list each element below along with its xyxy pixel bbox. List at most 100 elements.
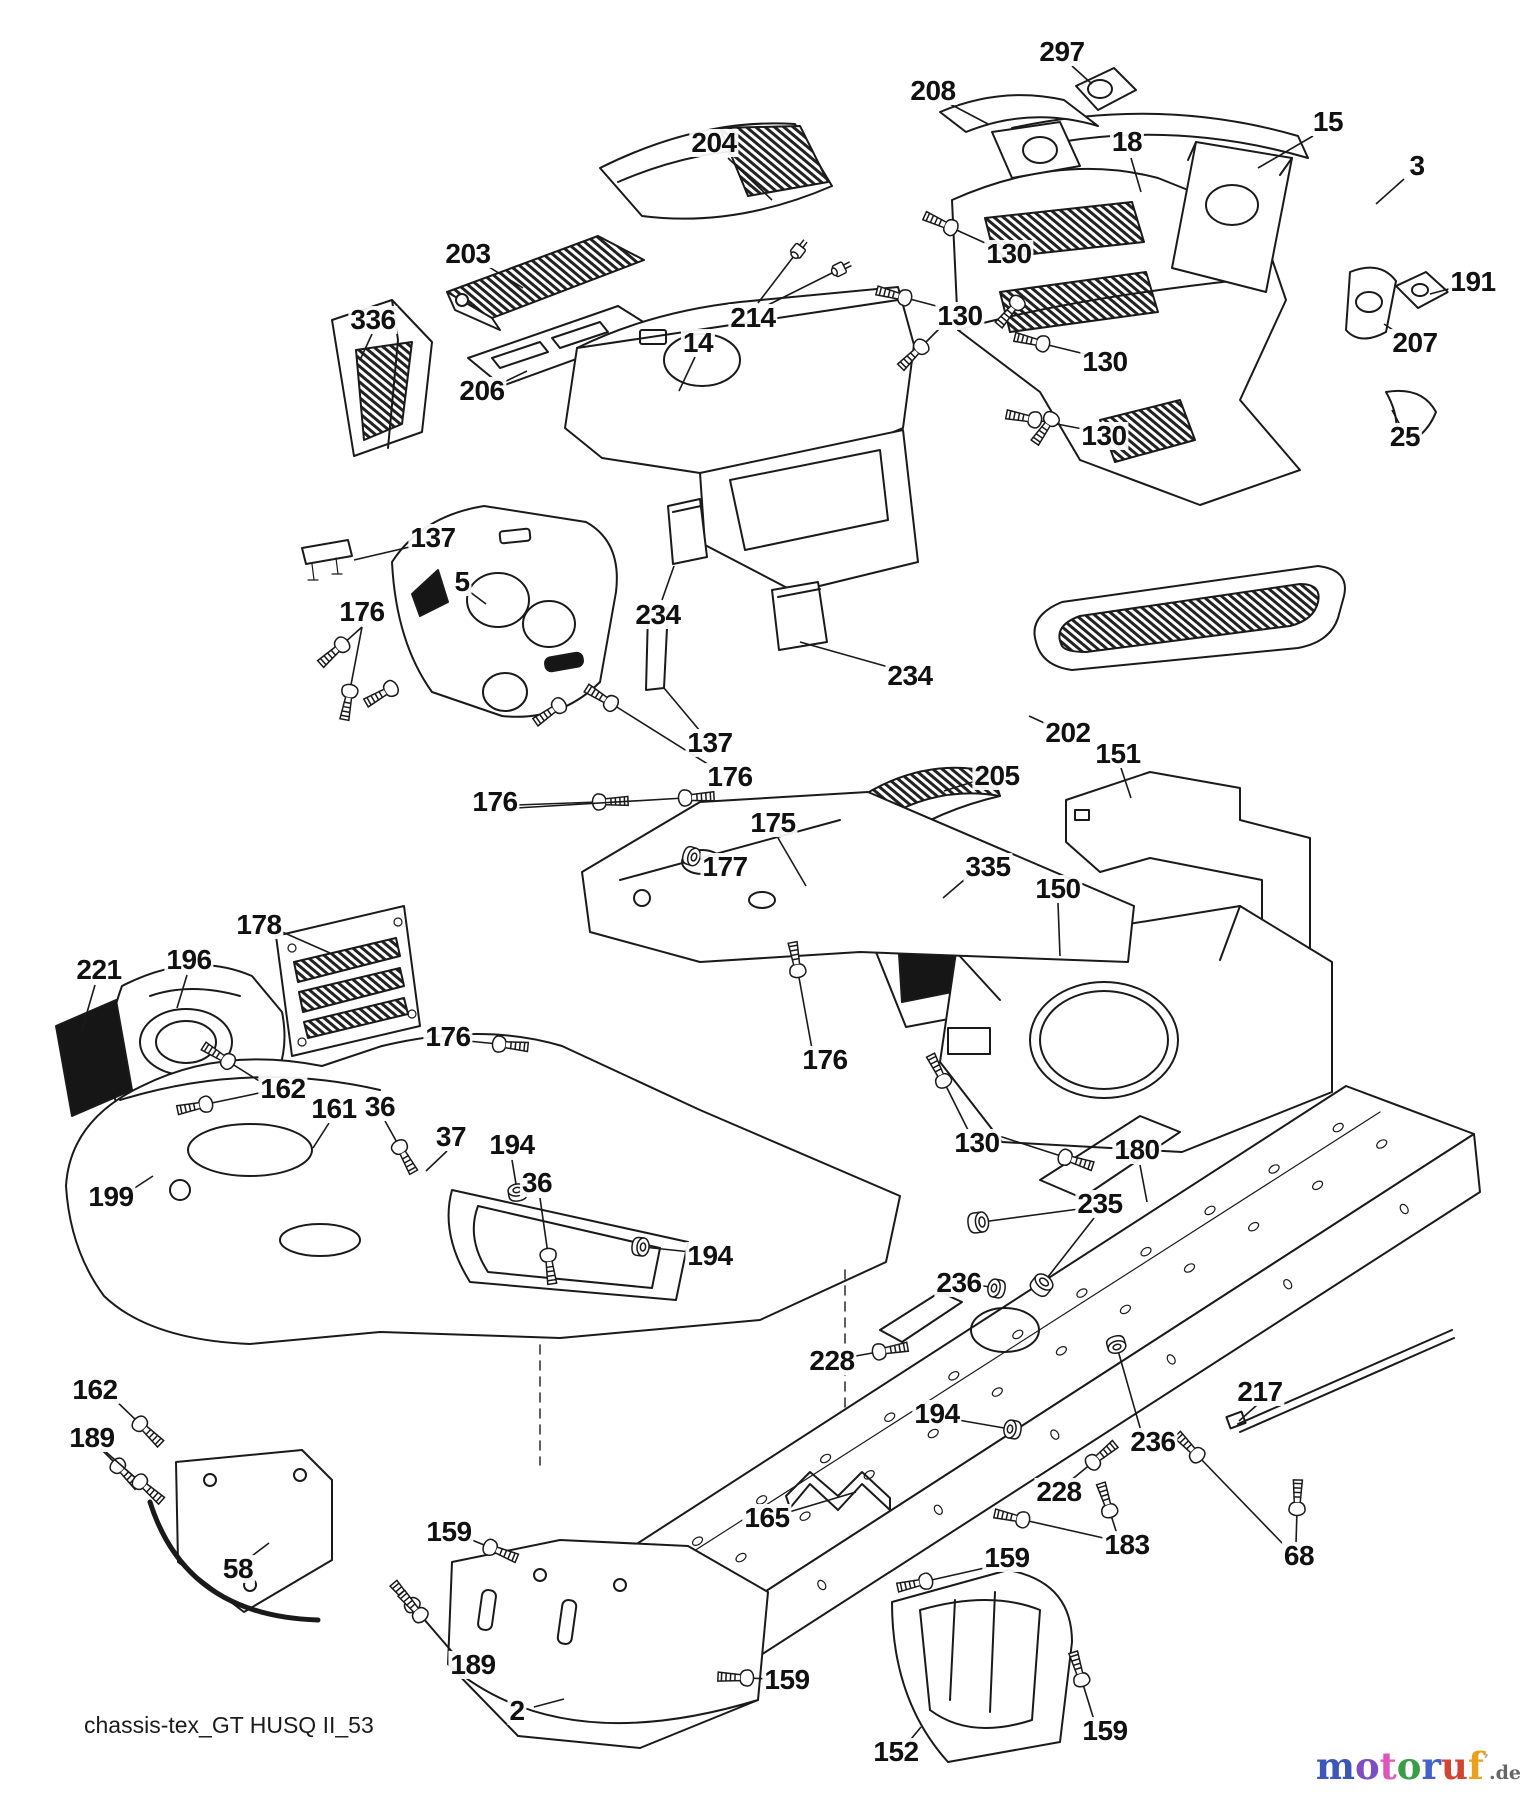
- callout-130: 130: [935, 300, 985, 331]
- part-handle-297: [1075, 67, 1137, 111]
- callout-228: 228: [807, 1345, 857, 1376]
- leader-line: [1139, 1164, 1148, 1203]
- screw-fastener-icon: [491, 1035, 530, 1053]
- screw-fastener-icon: [1084, 1439, 1120, 1471]
- frame-hole: [1376, 1139, 1388, 1149]
- clip-fastener-icon: [789, 239, 808, 260]
- callout-161: 161: [309, 1093, 359, 1124]
- leader-line: [926, 1566, 990, 1582]
- callout-176: 176: [705, 761, 755, 792]
- callout-130: 130: [1079, 420, 1129, 451]
- frame-hole: [933, 1504, 943, 1516]
- screw-fastener-icon: [131, 1473, 166, 1506]
- screw-fastener-icon: [1004, 408, 1043, 429]
- leader-line: [533, 1698, 565, 1708]
- frame-hole: [1283, 1278, 1293, 1290]
- callout-130: 130: [952, 1127, 1002, 1158]
- screw-fastener-icon: [896, 338, 930, 372]
- leader-line: [757, 251, 798, 304]
- screw-fastener-icon: [390, 1139, 419, 1176]
- callout-165: 165: [742, 1502, 792, 1533]
- leader-line: [727, 157, 773, 201]
- leader-line: [642, 1246, 692, 1253]
- frame-hole: [1140, 1246, 1152, 1257]
- callout-228: 228: [1034, 1476, 1084, 1507]
- callout-176: 176: [423, 1021, 473, 1052]
- frame-hole: [1268, 1164, 1280, 1174]
- part-hood-top-204: [599, 122, 833, 220]
- callout-234: 234: [633, 599, 683, 630]
- callout-14: 14: [680, 327, 716, 358]
- callout-25: 25: [1387, 421, 1423, 452]
- callout-162: 162: [70, 1374, 120, 1405]
- frame-hole: [817, 1579, 827, 1591]
- frame-hole: [735, 1552, 747, 1563]
- callout-202: 202: [1043, 717, 1093, 748]
- callout-183: 183: [1102, 1529, 1152, 1560]
- nut-fastener-icon: [987, 1278, 1006, 1299]
- part-dash-housing-5: [391, 505, 618, 718]
- callout-176: 176: [800, 1044, 850, 1075]
- callout-207: 207: [1390, 327, 1440, 358]
- screw-fastener-icon: [316, 636, 351, 669]
- callout-236: 236: [1128, 1426, 1178, 1457]
- frame-hole: [991, 1387, 1003, 1397]
- leader-line: [661, 565, 675, 601]
- screw-fastener-icon: [339, 683, 359, 722]
- logo-letter-r: r: [1421, 1744, 1441, 1788]
- logo-domain-suffix: .de: [1489, 1762, 1521, 1784]
- leader-line: [80, 984, 96, 1034]
- part-fan-shroud-150: [939, 905, 1333, 1153]
- logo-letter-f: f: [1467, 1744, 1484, 1788]
- leader-line: [279, 930, 331, 954]
- leader-line: [788, 1491, 857, 1513]
- screw-fastener-icon: [1057, 1148, 1095, 1172]
- logo-letter-m: m: [1315, 1744, 1355, 1788]
- leader-line: [539, 1197, 549, 1255]
- frame-hole: [948, 1371, 960, 1381]
- logo-letter-t: t: [1379, 1744, 1397, 1788]
- callout-194: 194: [487, 1129, 537, 1160]
- callout-234: 234: [885, 660, 935, 691]
- callout-159: 159: [1080, 1715, 1130, 1746]
- callout-221: 221: [74, 954, 124, 985]
- frame-hole: [1204, 1205, 1216, 1216]
- leader-line: [981, 1208, 1080, 1223]
- callout-236: 236: [934, 1267, 984, 1298]
- callout-191: 191: [1448, 266, 1498, 297]
- leader-line: [611, 703, 715, 769]
- screw-fastener-icon: [874, 285, 913, 307]
- screw-fastener-icon: [921, 210, 959, 237]
- callout-151: 151: [1093, 738, 1143, 769]
- leader-line: [663, 687, 701, 732]
- bushing-fastener-icon: [967, 1211, 990, 1234]
- frame-hole: [1183, 1263, 1196, 1273]
- screw-fastener-icon: [109, 1457, 143, 1491]
- frame-hole: [1399, 1203, 1409, 1215]
- leader-line: [312, 1122, 330, 1149]
- frame-hole: [884, 1412, 896, 1422]
- nut-fastener-icon: [631, 1236, 650, 1257]
- callout-15: 15: [1310, 106, 1346, 137]
- leader-line: [206, 1091, 265, 1105]
- part-shield-234a: [667, 498, 708, 565]
- callout-178: 178: [234, 909, 284, 940]
- callout-175: 175: [748, 807, 798, 838]
- leader-line: [1391, 409, 1401, 426]
- leader-line: [1375, 178, 1405, 205]
- frame-hole: [820, 1453, 832, 1464]
- screw-fastener-icon: [677, 789, 716, 807]
- motoruf-logo-text: motoruf: [1316, 1748, 1484, 1785]
- callout-58: 58: [220, 1553, 256, 1584]
- part-seat-pan-2: [447, 1539, 769, 1749]
- leader-line: [515, 801, 599, 806]
- leader-line: [949, 103, 989, 125]
- leader-line: [105, 1451, 140, 1482]
- part-grille-202: [1033, 565, 1346, 671]
- callout-137: 137: [685, 727, 735, 758]
- leader-line: [469, 591, 487, 605]
- callout-335: 335: [963, 851, 1013, 882]
- part-support-bracket-175: [581, 791, 1135, 963]
- frame-hole: [1119, 1304, 1131, 1315]
